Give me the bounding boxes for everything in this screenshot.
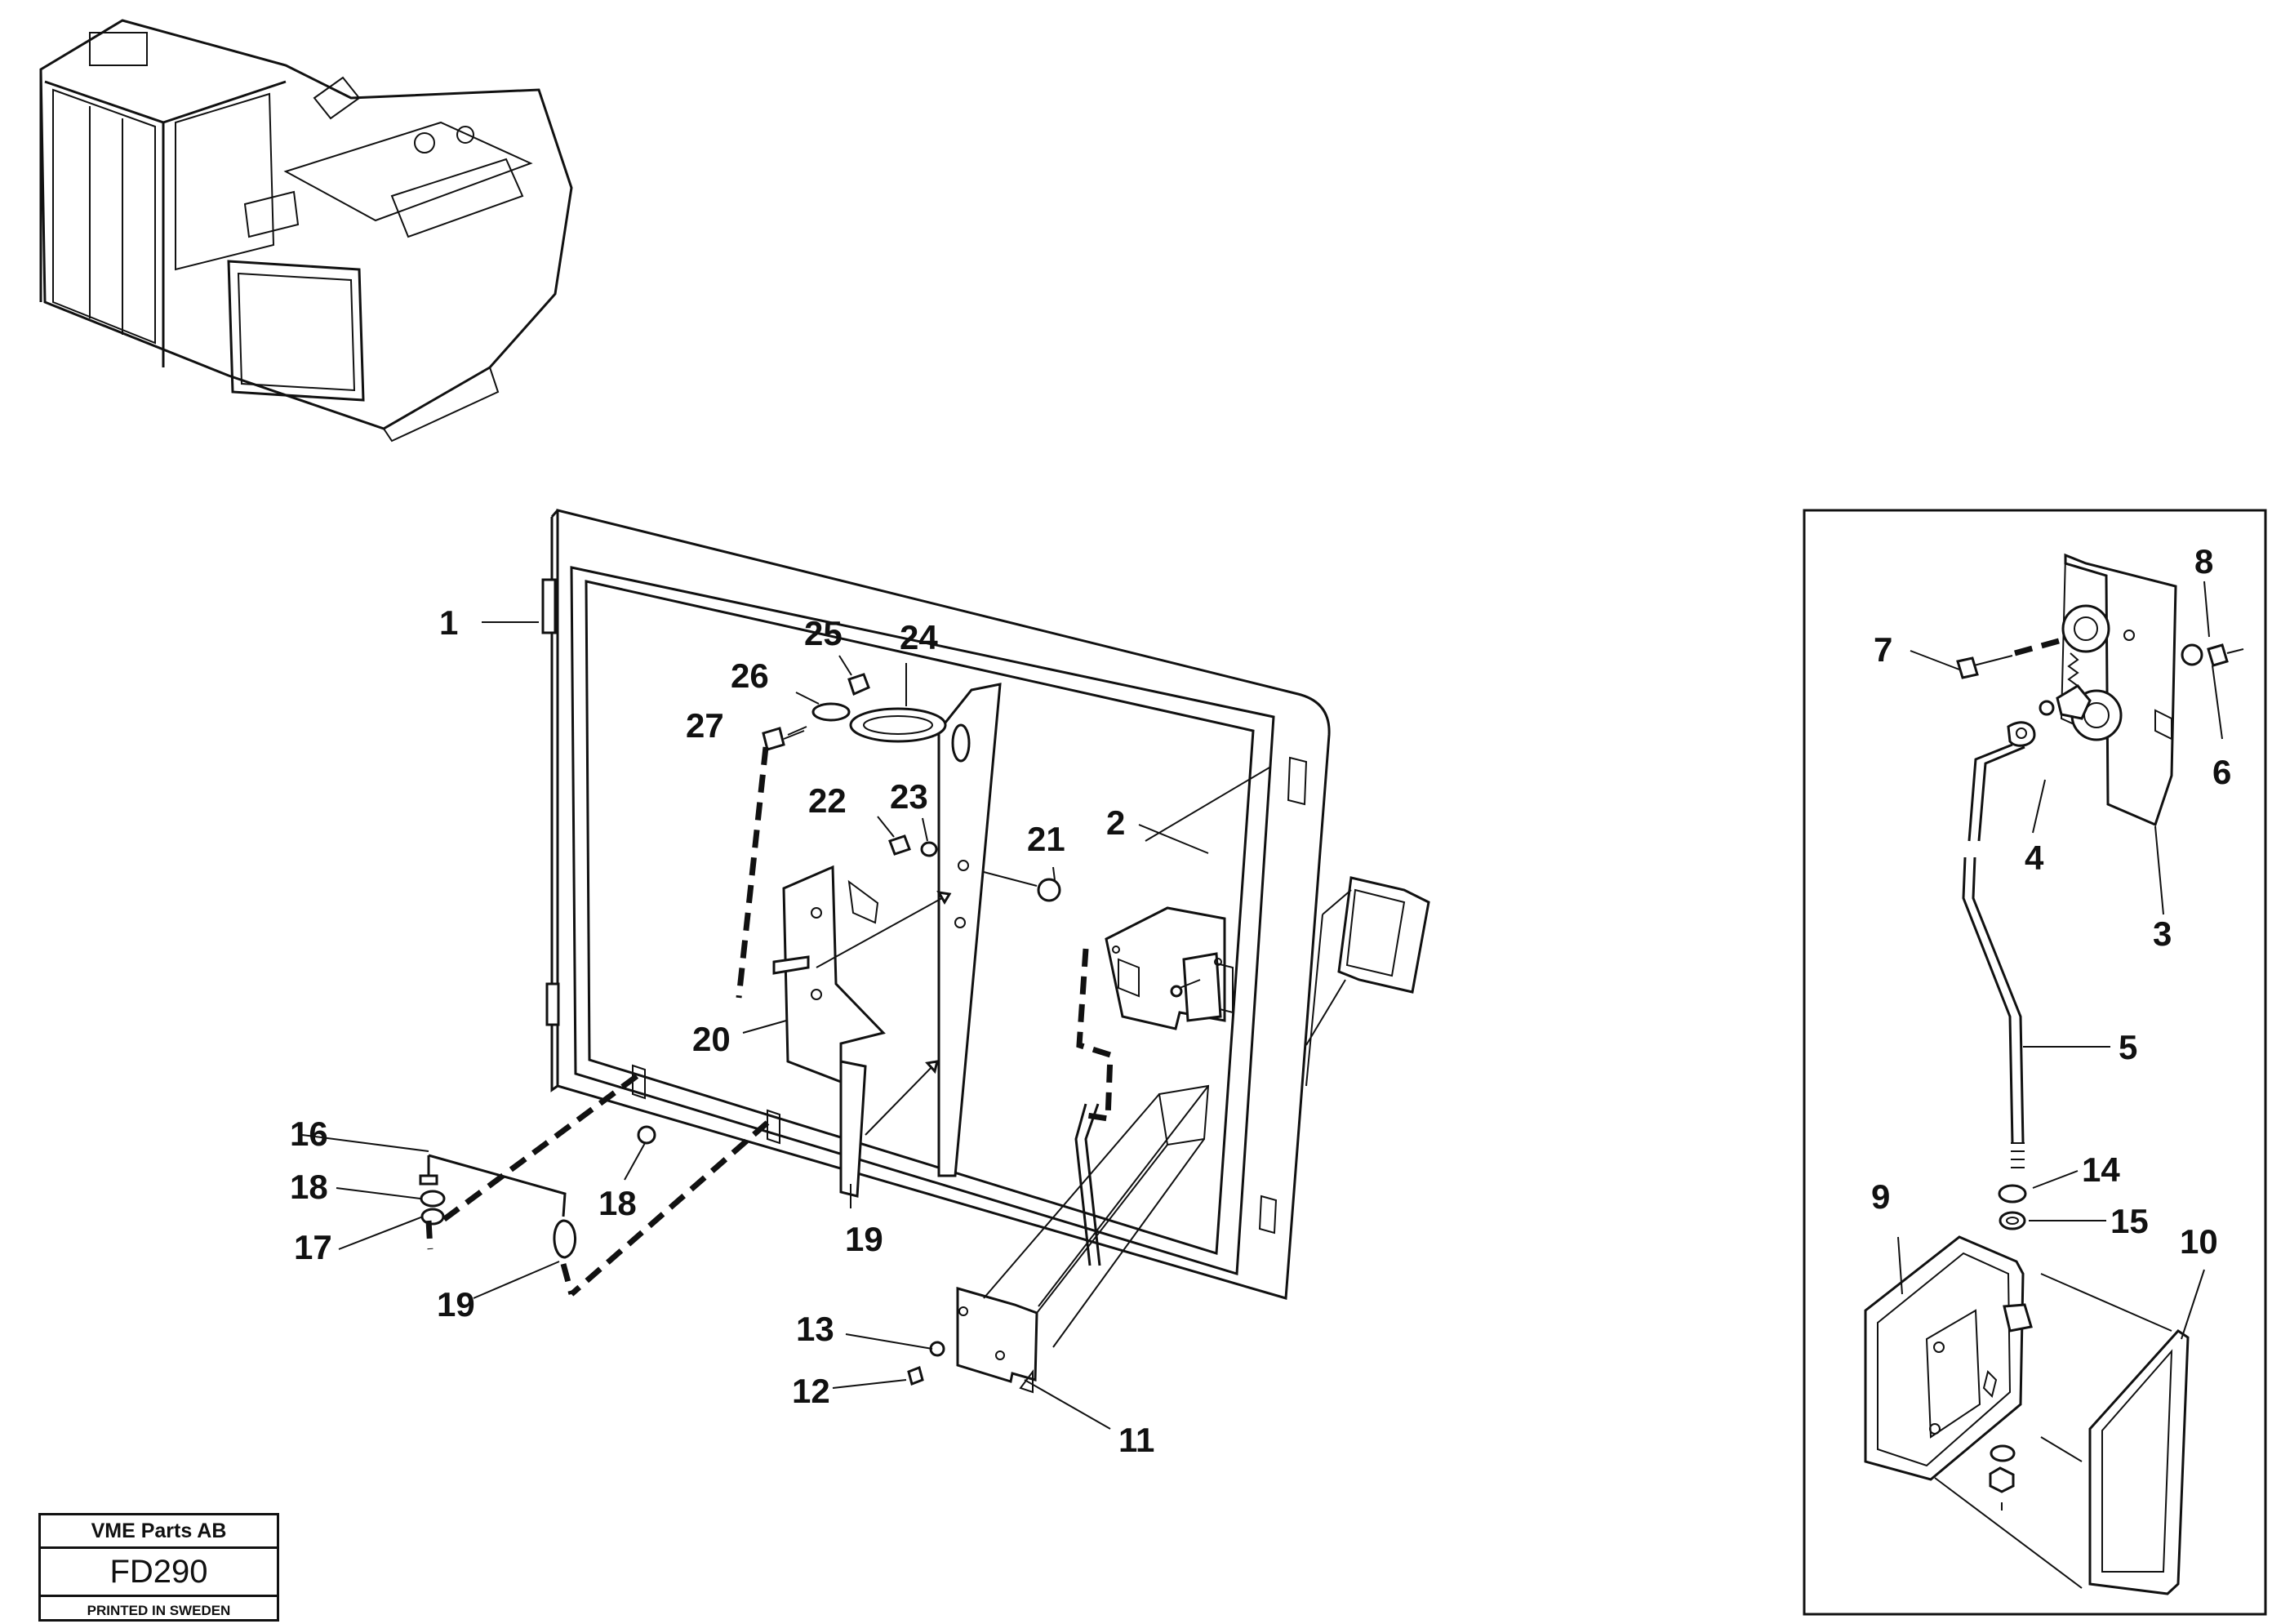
stamp-printed: PRINTED IN SWEDEN bbox=[87, 1603, 231, 1618]
callout-24: 24 bbox=[900, 618, 938, 656]
callout-27: 27 bbox=[686, 706, 724, 745]
main-panel-assembly bbox=[419, 509, 1430, 1394]
callout-3: 3 bbox=[2153, 914, 2172, 953]
callout-6: 6 bbox=[2212, 753, 2231, 791]
callout-16: 16 bbox=[290, 1115, 328, 1153]
callout-13: 13 bbox=[796, 1310, 834, 1348]
callout-5: 5 bbox=[2119, 1028, 2137, 1066]
callout-7: 7 bbox=[1874, 630, 1892, 669]
callout-22: 22 bbox=[808, 781, 847, 820]
callout-25: 25 bbox=[804, 614, 843, 652]
callout-20: 20 bbox=[692, 1020, 731, 1058]
callout-12: 12 bbox=[792, 1372, 830, 1410]
callout-10: 10 bbox=[2180, 1222, 2218, 1261]
stamp-company: VME Parts AB bbox=[41, 1515, 277, 1549]
machine-overview bbox=[39, 19, 573, 443]
callout-15: 15 bbox=[2110, 1202, 2149, 1240]
callout-1: 1 bbox=[439, 603, 458, 642]
callout-26: 26 bbox=[731, 656, 769, 695]
callout-23: 23 bbox=[890, 777, 928, 816]
callout-2: 2 bbox=[1106, 803, 1125, 842]
callout-9: 9 bbox=[1871, 1177, 1890, 1216]
callout-11: 11 bbox=[1118, 1421, 1154, 1459]
title-stamp: VME Parts AB FD290 PRINTED IN SWEDEN bbox=[38, 1513, 279, 1622]
callout-8: 8 bbox=[2194, 542, 2213, 581]
callout-17: 17 bbox=[294, 1228, 332, 1266]
callout-19-center: 19 bbox=[845, 1220, 883, 1258]
callout-18-left: 18 bbox=[290, 1168, 328, 1206]
callout-21: 21 bbox=[1027, 820, 1065, 858]
callout-labels: 1 2 3 4 5 6 7 8 9 10 11 12 13 14 15 16 1… bbox=[290, 542, 2231, 1459]
inset-handle-assembly bbox=[1803, 509, 2267, 1616]
callout-18-right: 18 bbox=[598, 1184, 637, 1222]
callout-14: 14 bbox=[2082, 1150, 2120, 1189]
callout-4: 4 bbox=[2025, 839, 2044, 877]
stamp-code: FD290 bbox=[41, 1549, 277, 1597]
callout-19-left: 19 bbox=[437, 1285, 475, 1324]
leader-lines bbox=[301, 581, 2223, 1430]
